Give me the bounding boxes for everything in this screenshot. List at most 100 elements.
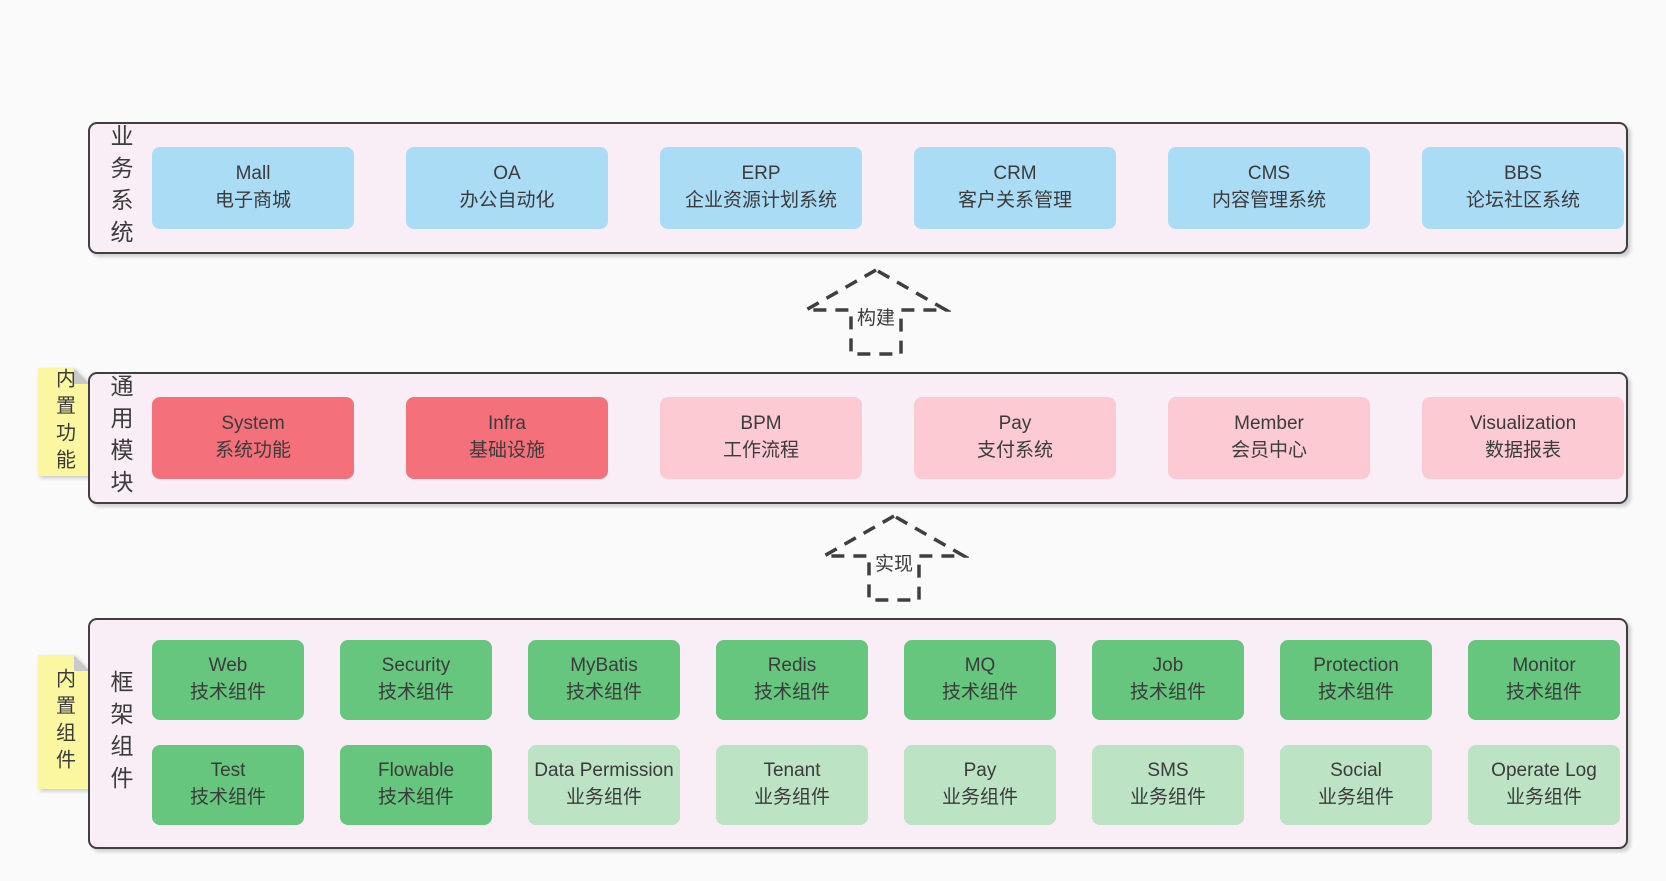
box-job: Job 技术组件 — [1092, 640, 1244, 720]
box-bpm: BPM 工作流程 — [660, 397, 862, 479]
tag-text: 内置组件 — [52, 668, 75, 776]
box-desc: 数据报表 — [1484, 440, 1561, 461]
box-name: MQ — [964, 655, 996, 677]
box-flowable: Flowable 技术组件 — [340, 745, 492, 825]
layer-common-modules: 通用模块 System 系统功能 Infra 基础设施 BPM 工作流程 Pay… — [88, 372, 1628, 504]
box-mybatis: MyBatis 技术组件 — [528, 640, 680, 720]
implement-arrow: 实现 — [819, 512, 969, 604]
box-desc: 内容管理系统 — [1211, 190, 1326, 211]
up-arrow-outline-icon — [819, 513, 969, 602]
box-name: Redis — [767, 655, 817, 677]
box-name: Operate Log — [1491, 760, 1597, 782]
box-name: System — [221, 413, 285, 435]
build-arrow-label: 构建 — [853, 302, 899, 331]
box-name: Job — [1152, 655, 1184, 677]
business-box-row: Mall 电子商城 OA 办公自动化 ERP 企业资源计划系统 CRM 客户关系… — [152, 147, 1624, 229]
box-name: Social — [1330, 760, 1382, 782]
box-operate-log: Operate Log 业务组件 — [1468, 745, 1620, 825]
box-desc: 业务组件 — [1505, 787, 1582, 808]
build-arrow: 构建 — [801, 266, 951, 358]
layer-framework-components: 框架组件 Web 技术组件 Security 技术组件 MyBatis 技术组件… — [88, 618, 1628, 849]
box-pay-component: Pay 业务组件 — [904, 745, 1056, 825]
box-name: Pay — [998, 413, 1032, 435]
tag-text: 内置功能 — [52, 368, 75, 476]
box-infra: Infra 基础设施 — [406, 397, 608, 479]
layer-label-business: 业务系统 — [107, 124, 133, 252]
box-mall: Mall 电子商城 — [152, 147, 354, 229]
box-desc: 技术组件 — [189, 682, 266, 703]
sticky-note: 内置功能 — [38, 368, 90, 476]
implement-arrow-label: 实现 — [871, 548, 917, 577]
box-name: CRM — [993, 163, 1037, 185]
box-cms: CMS 内容管理系统 — [1168, 147, 1370, 229]
box-name: Web — [208, 655, 248, 677]
box-oa: OA 办公自动化 — [406, 147, 608, 229]
box-sms: SMS 业务组件 — [1092, 745, 1244, 825]
box-name: ERP — [741, 163, 781, 185]
box-name: Flowable — [377, 760, 455, 782]
box-desc: 技术组件 — [941, 682, 1018, 703]
box-name: Data Permission — [534, 760, 674, 782]
framework-row-1: Web 技术组件 Security 技术组件 MyBatis 技术组件 Redi… — [152, 640, 1620, 720]
box-name: Protection — [1313, 655, 1399, 677]
layer-label-common: 通用模块 — [107, 374, 133, 502]
up-arrow-outline-icon — [801, 267, 951, 356]
box-desc: 技术组件 — [753, 682, 830, 703]
box-name: Mall — [235, 163, 271, 185]
box-desc: 系统功能 — [214, 440, 291, 461]
box-desc: 技术组件 — [377, 787, 454, 808]
framework-row-2: Test 技术组件 Flowable 技术组件 Data Permission … — [152, 745, 1620, 825]
box-name: Pay — [963, 760, 997, 782]
box-desc: 基础设施 — [468, 440, 545, 461]
box-name: OA — [493, 163, 521, 185]
box-desc: 技术组件 — [189, 787, 266, 808]
box-monitor: Monitor 技术组件 — [1468, 640, 1620, 720]
box-name: Tenant — [763, 760, 821, 782]
box-name: Infra — [487, 413, 527, 435]
box-desc: 业务组件 — [1317, 787, 1394, 808]
box-name: CMS — [1247, 163, 1291, 185]
builtin-features-tag: 内置功能 — [38, 368, 90, 476]
box-data-permission: Data Permission 业务组件 — [528, 745, 680, 825]
builtin-components-tag: 内置组件 — [38, 655, 90, 789]
box-desc: 会员中心 — [1230, 440, 1307, 461]
box-web: Web 技术组件 — [152, 640, 304, 720]
box-pay-system: Pay 支付系统 — [914, 397, 1116, 479]
box-system: System 系统功能 — [152, 397, 354, 479]
box-name: Visualization — [1469, 413, 1577, 435]
box-desc: 业务组件 — [753, 787, 830, 808]
box-name: SMS — [1147, 760, 1189, 782]
box-desc: 办公自动化 — [459, 190, 555, 211]
box-desc: 支付系统 — [976, 440, 1053, 461]
common-box-row: System 系统功能 Infra 基础设施 BPM 工作流程 Pay 支付系统… — [152, 397, 1624, 479]
box-desc: 技术组件 — [377, 682, 454, 703]
box-security: Security 技术组件 — [340, 640, 492, 720]
box-desc: 电子商城 — [214, 190, 291, 211]
box-redis: Redis 技术组件 — [716, 640, 868, 720]
box-desc: 技术组件 — [565, 682, 642, 703]
box-name: Test — [210, 760, 246, 782]
box-mq: MQ 技术组件 — [904, 640, 1056, 720]
box-name: BBS — [1503, 163, 1543, 185]
box-erp: ERP 企业资源计划系统 — [660, 147, 862, 229]
box-test: Test 技术组件 — [152, 745, 304, 825]
box-member: Member 会员中心 — [1168, 397, 1370, 479]
box-name: BPM — [740, 413, 782, 435]
box-desc: 论坛社区系统 — [1465, 190, 1580, 211]
box-name: Monitor — [1512, 655, 1576, 677]
box-desc: 客户关系管理 — [957, 190, 1072, 211]
box-visualization: Visualization 数据报表 — [1422, 397, 1624, 479]
box-desc: 技术组件 — [1129, 682, 1206, 703]
box-bbs: BBS 论坛社区系统 — [1422, 147, 1624, 229]
box-crm: CRM 客户关系管理 — [914, 147, 1116, 229]
box-desc: 工作流程 — [722, 440, 799, 461]
box-desc: 业务组件 — [941, 787, 1018, 808]
box-desc: 业务组件 — [1129, 787, 1206, 808]
box-desc: 技术组件 — [1317, 682, 1394, 703]
box-tenant: Tenant 业务组件 — [716, 745, 868, 825]
box-name: MyBatis — [570, 655, 638, 677]
box-name: Member — [1234, 413, 1304, 435]
box-desc: 业务组件 — [565, 787, 642, 808]
sticky-note: 内置组件 — [38, 655, 90, 789]
